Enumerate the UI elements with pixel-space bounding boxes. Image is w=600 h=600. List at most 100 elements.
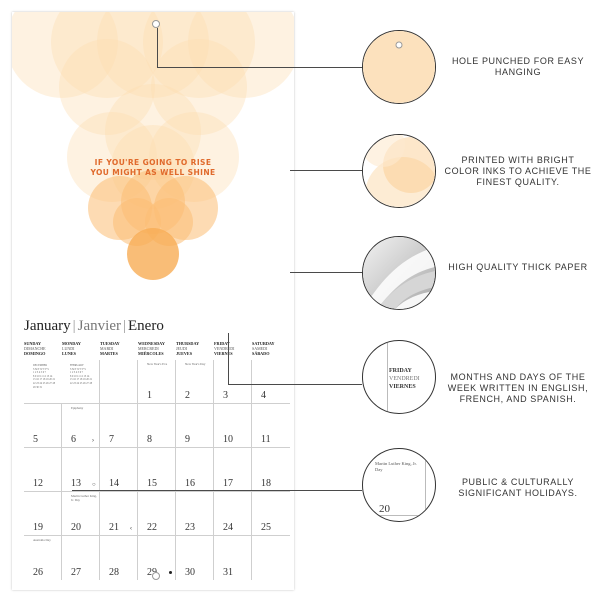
day-cell-24: 24 [214,492,252,536]
day-number: 20 [71,522,81,533]
connector-line-weekday-h [228,384,362,385]
day-cell-19: 19 [24,492,62,536]
day-number: 13 [71,478,81,489]
day-number: 5 [33,434,38,445]
day-cell-16: 16 [176,448,214,492]
connector-line-holiday [72,490,362,491]
day-number: 9 [185,434,190,445]
title-separator: | [123,318,127,334]
day-cell-7: 7 [100,404,138,448]
zoom-weekday-es: VIERNES [389,384,416,390]
callout-hole [362,30,436,104]
day-number: 27 [71,567,81,578]
day-number: 17 [223,478,233,489]
paper-zoom-image [363,237,435,309]
circles-artwork [12,12,294,280]
day-cell-14: 14 [100,448,138,492]
day-cell-28: 28 [100,536,138,580]
holiday-note: New Year's Day [185,362,206,366]
ink-zoom-image [363,135,435,207]
day-cell-12: 12 [24,448,62,492]
zoom-weekday-en: FRIDAY [389,368,412,374]
day-number: 14 [109,478,119,489]
day-number: 2 [185,390,190,401]
day-number: 22 [147,522,157,533]
feature-label-holidays: PUBLIC & CULTURALLY SIGNIFICANT HOLIDAYS… [458,477,578,498]
day-cell-13: 13 ○ [62,448,100,492]
feature-label-ink: PRINTED WITH BRIGHT COLOR INKS TO ACHIEV… [444,155,592,187]
zoom-holiday-text: Martin Luther King, Jr. Day [375,461,417,472]
day-number: 6 [71,434,76,445]
title-separator: | [72,318,76,334]
day-number: 7 [109,434,114,445]
day-number: 21 [109,522,119,533]
month-english: January [24,318,71,334]
feature-label-hole: HOLE PUNCHED FOR EASY HANGING [451,56,585,77]
zoom-next-day-number: 2 [429,503,435,515]
day-number: 24 [223,522,233,533]
connector-line-ink [290,170,362,171]
weekday-zoom-text: FRIDAY VENDREDI VIERNES [389,367,420,391]
weekday-zoom-rule [387,341,388,413]
day-cell-22: 22 [138,492,176,536]
day-cell-31: 31 [214,536,252,580]
connector-line-hole-v [157,28,158,68]
calendar-page: IF YOU'RE GOING TO RISE YOU MIGHT AS WEL… [12,12,294,590]
day-number: 31 [223,567,233,578]
connector-line-paper [290,272,362,273]
day-cell-8: 8 [138,404,176,448]
day-cell-25: 25 [252,492,290,536]
full-moon-icon: ○ [92,482,96,488]
calendar-quote: IF YOU'RE GOING TO RISE YOU MIGHT AS WEL… [12,158,294,178]
day-cell-17: 17 [214,448,252,492]
hanging-hole [152,20,160,28]
holiday-note: Martin Luther King, Jr. Day [71,494,97,502]
day-number: 15 [147,478,157,489]
day-number: 10 [223,434,233,445]
day-number: 4 [261,390,266,401]
day-number: 28 [109,567,119,578]
day-number: 19 [33,522,43,533]
holiday-note: Australia Day [33,538,51,542]
zoom-weekday-fr: VENDREDI [389,376,420,382]
day-cell-9: 9 [176,404,214,448]
connector-line-weekday-v [228,333,229,385]
holiday-note: New Year's Eve [147,362,168,366]
day-cell-27: 27 [62,536,100,580]
day-number: 25 [261,522,271,533]
callout-ink [362,134,436,208]
day-number: 3 [223,390,228,401]
day-cell-15: 15 [138,448,176,492]
day-number: 8 [147,434,152,445]
day-cell-18: 18 [252,448,290,492]
feature-label-languages: MONTHS AND DAYS OF THE WEEK WRITTEN IN E… [447,372,589,404]
month-title: January|Janvier|Enero [24,318,164,335]
callout-paper [362,236,436,310]
bottom-hole [152,572,160,580]
new-moon-icon [169,571,172,574]
quote-line-1: IF YOU'RE GOING TO RISE [94,158,212,167]
holiday-zoom-cell [373,449,426,516]
month-spanish: Enero [128,318,164,334]
day-cell-5: 5 [24,404,62,448]
day-cell-3: 3 [214,360,252,404]
day-cell [100,360,138,404]
day-cell-10: 10 [214,404,252,448]
day-number: 12 [33,478,43,489]
connector-line-hole-h [157,67,362,68]
day-number: 18 [261,478,271,489]
callout-weekday: FRIDAY VENDREDI VIERNES [362,340,436,414]
